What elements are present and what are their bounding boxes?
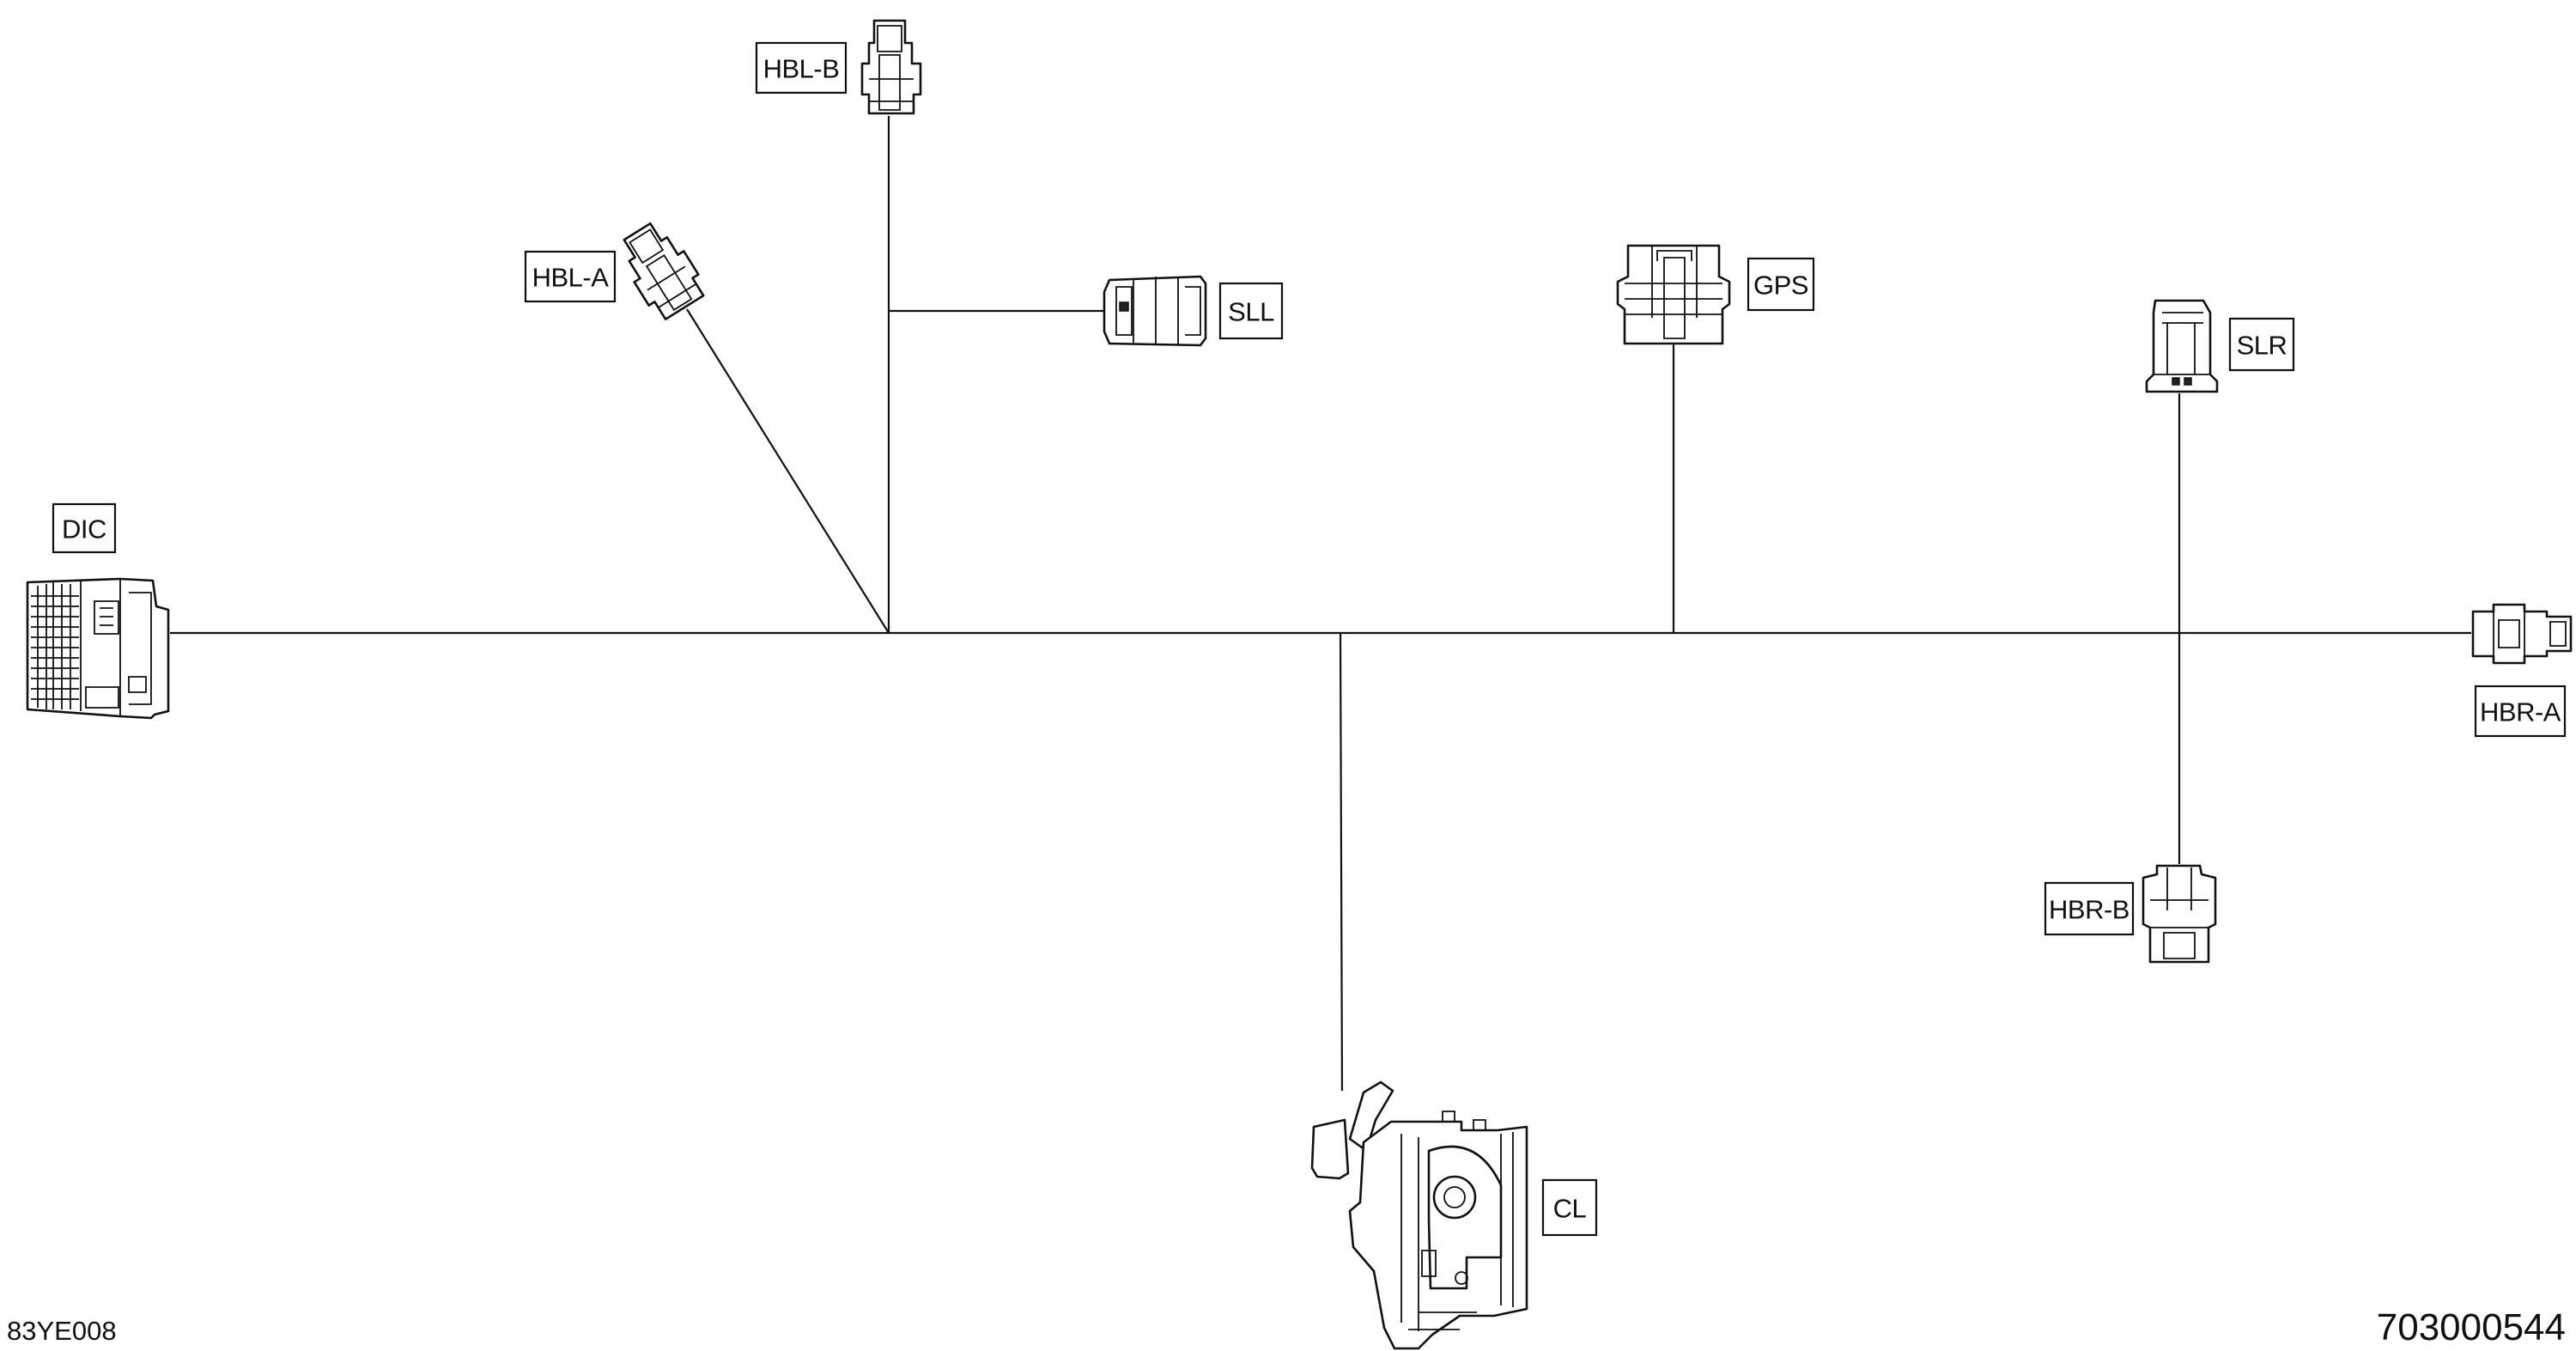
slr-connector (2145, 299, 2219, 393)
gps-connector (1616, 244, 1731, 345)
connector-label-gps: GPS (1747, 257, 1815, 312)
connector-label-hbr-a: HBR-A (2474, 685, 2567, 738)
dic-label-text: DIC (62, 514, 106, 545)
harness-wires (170, 116, 2471, 1092)
connector-label-dic: DIC (52, 502, 117, 554)
cl-branch-wire (1339, 632, 1344, 1092)
connector-label-hbl-a: HBL-A (524, 250, 617, 303)
hbl-a-label-text: HBL-A (532, 263, 610, 293)
cl-connector (1310, 1080, 1528, 1350)
cl-label-text: CL (1553, 1194, 1587, 1224)
sll-label-text: SLL (1228, 297, 1274, 327)
sll-connector (1103, 275, 1207, 347)
hbl-b-label-text: HBL-B (763, 54, 840, 84)
dic-pin-grid (31, 584, 79, 709)
hbr-a-connector (2471, 603, 2573, 665)
connector-label-slr: SLR (2228, 317, 2295, 372)
connector-label-hbr-b: HBR-B (2044, 881, 2135, 936)
hbr-a-label-text: HBR-A (2480, 697, 2561, 727)
drawing-code: 83YE008 (7, 1316, 117, 1346)
hbl-a-connector (623, 222, 705, 320)
connector-label-hbl-b: HBL-B (755, 41, 848, 94)
hbr-b-connector (2142, 864, 2217, 964)
connector-label-cl: CL (1541, 1178, 1598, 1237)
slr-label-text: SLR (2237, 331, 2287, 361)
part-number: 703000544 (2377, 1306, 2566, 1348)
gps-label-text: GPS (1753, 271, 1808, 301)
connector-label-sll: SLL (1218, 282, 1284, 340)
dic-connector (26, 577, 170, 720)
hbl-a-branch-wire (686, 308, 890, 634)
hbl-b-connector (860, 19, 922, 115)
hbr-b-label-text: HBR-B (2049, 895, 2129, 925)
